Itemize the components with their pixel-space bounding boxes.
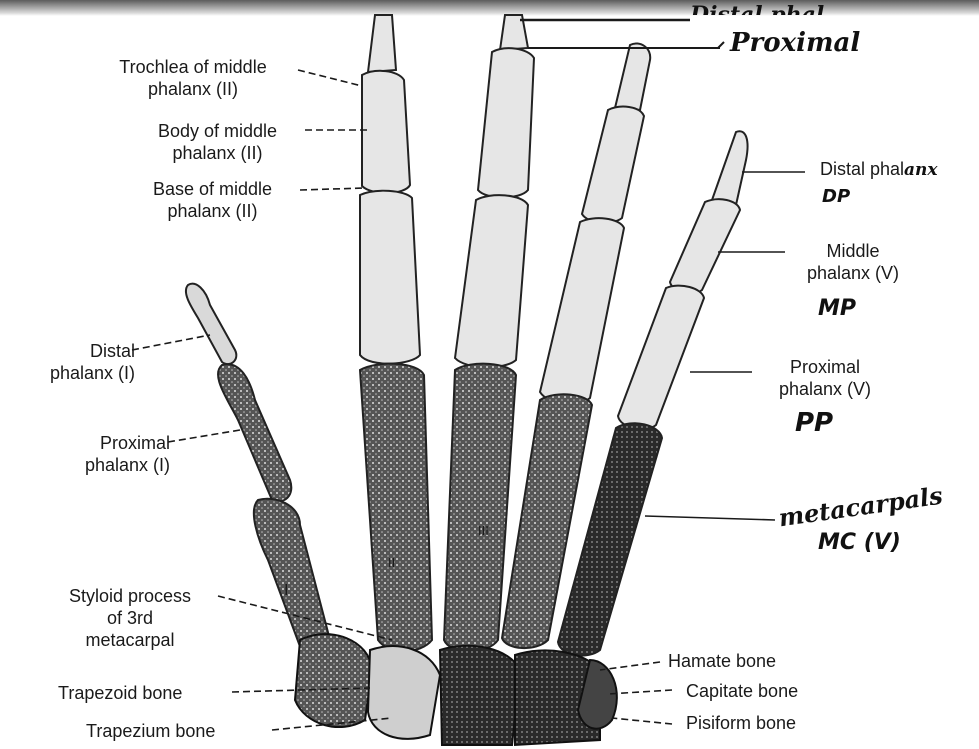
roman-marker-i: I (284, 580, 288, 602)
label-line: Trochlea of middle (88, 56, 298, 78)
label-trochlea-middle-phalanx: Trochlea of middle phalanx (II) (88, 56, 298, 100)
handwritten-pp: PP (795, 408, 833, 438)
label-line: phalanx (II) (125, 142, 310, 164)
label-line: phalanx (II) (120, 200, 305, 222)
label-capitate-bone: Capitate bone (686, 680, 798, 702)
label-line: Proximal (755, 356, 895, 378)
label-hamate-bone: Hamate bone (668, 650, 776, 672)
label-base-middle-phalanx: Base of middle phalanx (II) (120, 178, 305, 222)
label-trapezium-bone: Trapezium bone (86, 720, 215, 742)
label-proximal-phalanx-v: Proximal phalanx (V) (755, 356, 895, 400)
roman-marker-ii: II (388, 552, 395, 574)
label-line: Styloid process (35, 585, 225, 607)
label-line: Proximal (40, 432, 170, 454)
label-styloid-process: Styloid process of 3rd metacarpal (35, 585, 225, 651)
handwritten-suffix: anx (904, 160, 938, 180)
label-line: phalanx (I) (40, 454, 170, 476)
label-line: Distal phal (820, 159, 904, 179)
label-line: phalanx (V) (788, 262, 918, 284)
label-line: Middle (788, 240, 918, 262)
handwritten-mc-v: MC (V) (818, 530, 901, 555)
label-line: Body of middle (125, 120, 310, 142)
handwritten-proximal: Proximal (730, 28, 860, 58)
label-line: phalanx (II) (88, 78, 298, 100)
label-distal-phalanx-i: Distal phalanx (I) (5, 340, 135, 384)
label-middle-phalanx-v: Middle phalanx (V) (788, 240, 918, 284)
label-line: phalanx (V) (755, 378, 895, 400)
label-trapezoid-bone: Trapezoid bone (58, 682, 182, 704)
label-body-middle-phalanx: Body of middle phalanx (II) (125, 120, 310, 164)
label-distal-phalanx-v: Distal phalanx (820, 158, 938, 181)
label-line: of 3rd (35, 607, 225, 629)
roman-marker-iii: III (478, 520, 489, 542)
handwritten-mp: MP (818, 296, 856, 321)
finger-ii-bones (360, 15, 432, 651)
label-line: Distal (5, 340, 135, 362)
label-line: phalanx (I) (5, 362, 135, 384)
label-line: metacarpal (35, 629, 225, 651)
label-proximal-phalanx-i: Proximal phalanx (I) (40, 432, 170, 476)
handwritten-dp: DP (822, 186, 850, 207)
label-pisiform-bone: Pisiform bone (686, 712, 796, 734)
label-line: Base of middle (120, 178, 305, 200)
